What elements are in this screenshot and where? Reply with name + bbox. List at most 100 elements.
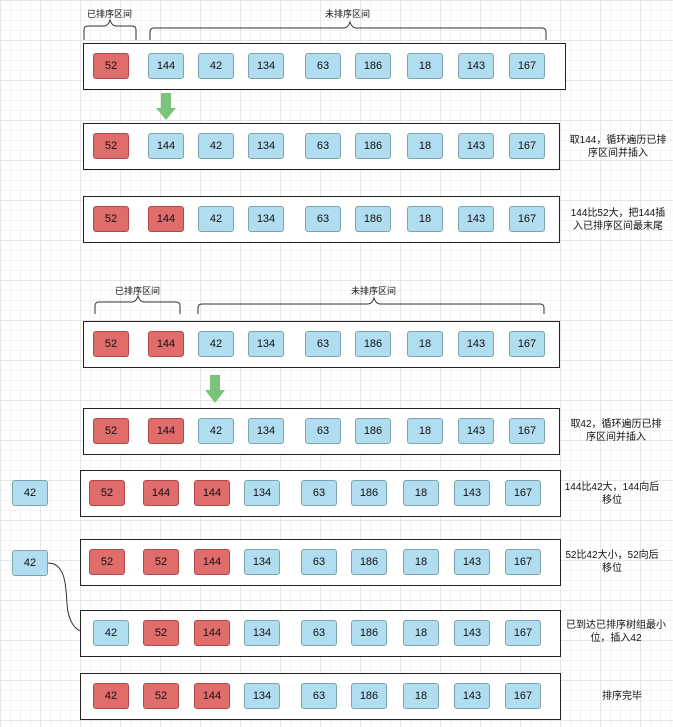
array-cell: 167 xyxy=(505,683,541,709)
array-cell: 18 xyxy=(403,683,439,709)
array-cell: 52 xyxy=(93,53,129,79)
array-cell: 186 xyxy=(355,418,391,444)
array-cell: 143 xyxy=(454,549,490,575)
array-cell: 167 xyxy=(509,133,545,159)
array-cell: 167 xyxy=(505,549,541,575)
array-cell: 144 xyxy=(194,683,230,709)
array-cell: 18 xyxy=(407,133,443,159)
step-note-2: 取144，循环遍历已排序区间并插入 xyxy=(569,135,667,159)
array-cell: 144 xyxy=(194,480,230,506)
step-note-8: 已到达已排序树组最小位，插入42 xyxy=(566,620,666,644)
array-cell: 18 xyxy=(403,549,439,575)
step-note-3: 144比52大，把144插入已排序区间最末尾 xyxy=(570,208,666,232)
label-unsorted-2: 未排序区间 xyxy=(351,286,397,296)
array-cell: 143 xyxy=(454,620,490,646)
array-cell: 42 xyxy=(93,620,129,646)
array-cell: 134 xyxy=(248,133,284,159)
array-cell: 134 xyxy=(244,620,280,646)
array-cell: 186 xyxy=(351,620,387,646)
array-cell: 134 xyxy=(248,206,284,232)
array-cell: 143 xyxy=(458,133,494,159)
step-note-7: 52比42大小，52向后移位 xyxy=(565,550,659,574)
array-cell: 18 xyxy=(407,331,443,357)
array-cell: 42 xyxy=(198,206,234,232)
array-cell: 52 xyxy=(89,480,125,506)
array-cell: 52 xyxy=(93,418,129,444)
array-cell: 167 xyxy=(509,206,545,232)
array-cell: 63 xyxy=(305,133,341,159)
array-cell: 18 xyxy=(407,418,443,444)
insert-curve-arrow xyxy=(47,562,89,633)
array-cell: 144 xyxy=(148,331,184,357)
array-cell: 186 xyxy=(355,331,391,357)
array-cell: 52 xyxy=(93,331,129,357)
array-cell: 18 xyxy=(407,53,443,79)
label-sorted-1: 已排序区间 xyxy=(87,9,133,19)
array-cell: 42 xyxy=(93,683,129,709)
array-cell: 143 xyxy=(454,683,490,709)
array-cell: 167 xyxy=(509,418,545,444)
array-cell: 186 xyxy=(355,206,391,232)
array-cell: 52 xyxy=(89,549,125,575)
array-cell: 18 xyxy=(403,620,439,646)
array-cell: 186 xyxy=(351,480,387,506)
array-cell: 143 xyxy=(454,480,490,506)
brace-sorted-mid xyxy=(94,294,181,314)
array-cell: 134 xyxy=(244,683,280,709)
array-cell: 63 xyxy=(301,683,337,709)
array-cell: 42 xyxy=(198,53,234,79)
array-cell: 63 xyxy=(301,549,337,575)
step-note-6: 144比42大，144向后移位 xyxy=(564,482,660,506)
array-cell: 144 xyxy=(148,53,184,79)
green-down-arrow-1 xyxy=(156,93,176,120)
array-row-1: 52 144 42 134 63 186 18 143 167 xyxy=(83,43,566,90)
array-cell: 143 xyxy=(458,418,494,444)
array-cell: 186 xyxy=(355,53,391,79)
array-cell: 167 xyxy=(509,53,545,79)
array-cell: 63 xyxy=(301,480,337,506)
brace-unsorted-top xyxy=(149,20,547,40)
array-cell: 134 xyxy=(248,53,284,79)
brace-unsorted-mid xyxy=(197,296,545,314)
array-cell: 186 xyxy=(351,683,387,709)
array-cell: 186 xyxy=(351,549,387,575)
array-cell: 144 xyxy=(194,549,230,575)
array-cell: 167 xyxy=(505,620,541,646)
array-cell: 18 xyxy=(407,206,443,232)
step-note-9: 排序完毕 xyxy=(602,691,642,702)
array-cell: 144 xyxy=(148,418,184,444)
array-cell: 52 xyxy=(93,206,129,232)
free-box-42-b: 42 xyxy=(12,550,48,576)
brace-sorted-top xyxy=(83,18,137,40)
green-down-arrow-2 xyxy=(205,375,225,403)
array-cell: 144 xyxy=(148,206,184,232)
array-cell: 143 xyxy=(458,53,494,79)
array-cell: 52 xyxy=(143,620,179,646)
array-row-7: 52 52 144 134 63 186 18 143 167 xyxy=(80,539,561,586)
free-box-42-a: 42 xyxy=(12,480,48,506)
array-cell: 63 xyxy=(305,418,341,444)
array-cell: 134 xyxy=(244,480,280,506)
label-sorted-2: 已排序区间 xyxy=(115,286,161,296)
array-cell: 42 xyxy=(198,331,234,357)
array-cell: 134 xyxy=(244,549,280,575)
array-cell: 134 xyxy=(248,418,284,444)
array-cell: 134 xyxy=(248,331,284,357)
array-cell: 42 xyxy=(198,133,234,159)
array-cell: 63 xyxy=(305,53,341,79)
array-cell: 144 xyxy=(148,133,184,159)
array-cell: 18 xyxy=(403,480,439,506)
label-unsorted-1: 未排序区间 xyxy=(325,9,371,19)
array-cell: 63 xyxy=(305,331,341,357)
array-cell: 167 xyxy=(509,331,545,357)
array-cell: 186 xyxy=(355,133,391,159)
array-cell: 52 xyxy=(143,549,179,575)
array-cell: 143 xyxy=(458,206,494,232)
